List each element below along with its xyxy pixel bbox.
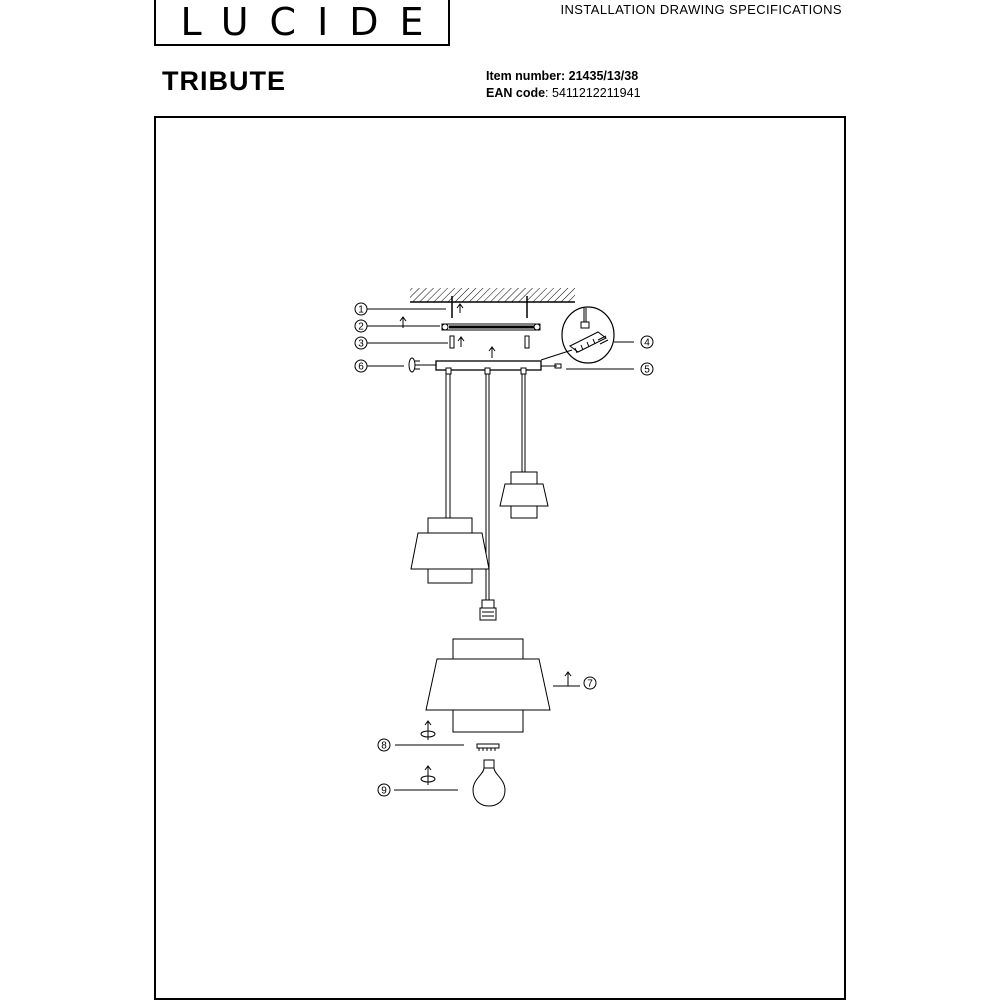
item-number-row: Item number: 21435/13/38 xyxy=(486,69,639,83)
item-number-label: Item number xyxy=(486,69,562,83)
callouts: 1 2 3 4 5 6 7 8 xyxy=(354,302,654,797)
callout-6-label: 6 xyxy=(358,362,364,373)
callout-9-label: 9 xyxy=(381,786,387,797)
callout-8: 8 xyxy=(377,738,391,752)
callout-2: 2 xyxy=(354,319,368,333)
callout-5-label: 5 xyxy=(644,365,650,376)
callout-7-label: 7 xyxy=(587,679,593,690)
callout-1-label: 1 xyxy=(358,305,364,316)
callout-4: 4 xyxy=(640,335,654,349)
brand-logo-text: LUCIDE xyxy=(180,0,445,44)
product-meta: Item number: 21435/13/38 EAN code: 54112… xyxy=(486,68,641,102)
callout-2-label: 2 xyxy=(358,322,364,333)
callout-5: 5 xyxy=(640,362,654,376)
bulb xyxy=(394,759,506,807)
callout-4-label: 4 xyxy=(644,338,650,349)
large-shade xyxy=(425,638,580,733)
mounting-bracket xyxy=(399,316,541,331)
ceiling-screws xyxy=(451,296,528,318)
item-number-value: 21435/13/38 xyxy=(568,69,639,83)
ceiling xyxy=(410,288,575,303)
drawing-frame xyxy=(154,116,846,1000)
callout-3: 3 xyxy=(354,336,368,350)
callout-7: 7 xyxy=(583,676,597,690)
document-title: INSTALLATION DRAWING SPECIFICATIONS xyxy=(560,2,842,17)
callout-leaders xyxy=(367,308,634,370)
ean-value: 5411212211941 xyxy=(552,86,641,100)
medium-pendant-shade xyxy=(410,517,490,584)
callout-1: 1 xyxy=(354,302,368,316)
callout-9: 9 xyxy=(377,783,391,797)
side-knob xyxy=(408,357,436,373)
callout-8-label: 8 xyxy=(381,741,387,752)
callout-6: 6 xyxy=(354,359,368,373)
ean-row: EAN code: 5411212211941 xyxy=(486,86,641,100)
callout-3-label: 3 xyxy=(358,339,364,350)
terminal-block-detail xyxy=(540,306,634,364)
lamp-holder xyxy=(479,599,497,621)
product-name: TRIBUTE xyxy=(162,66,286,96)
shade-ring xyxy=(395,720,500,751)
brand-logo: LUCIDE xyxy=(154,0,450,46)
ean-label: EAN code xyxy=(486,86,546,100)
small-pendant-shade xyxy=(499,471,549,519)
canopy-plate xyxy=(435,346,562,371)
bracket-screws xyxy=(449,335,530,349)
